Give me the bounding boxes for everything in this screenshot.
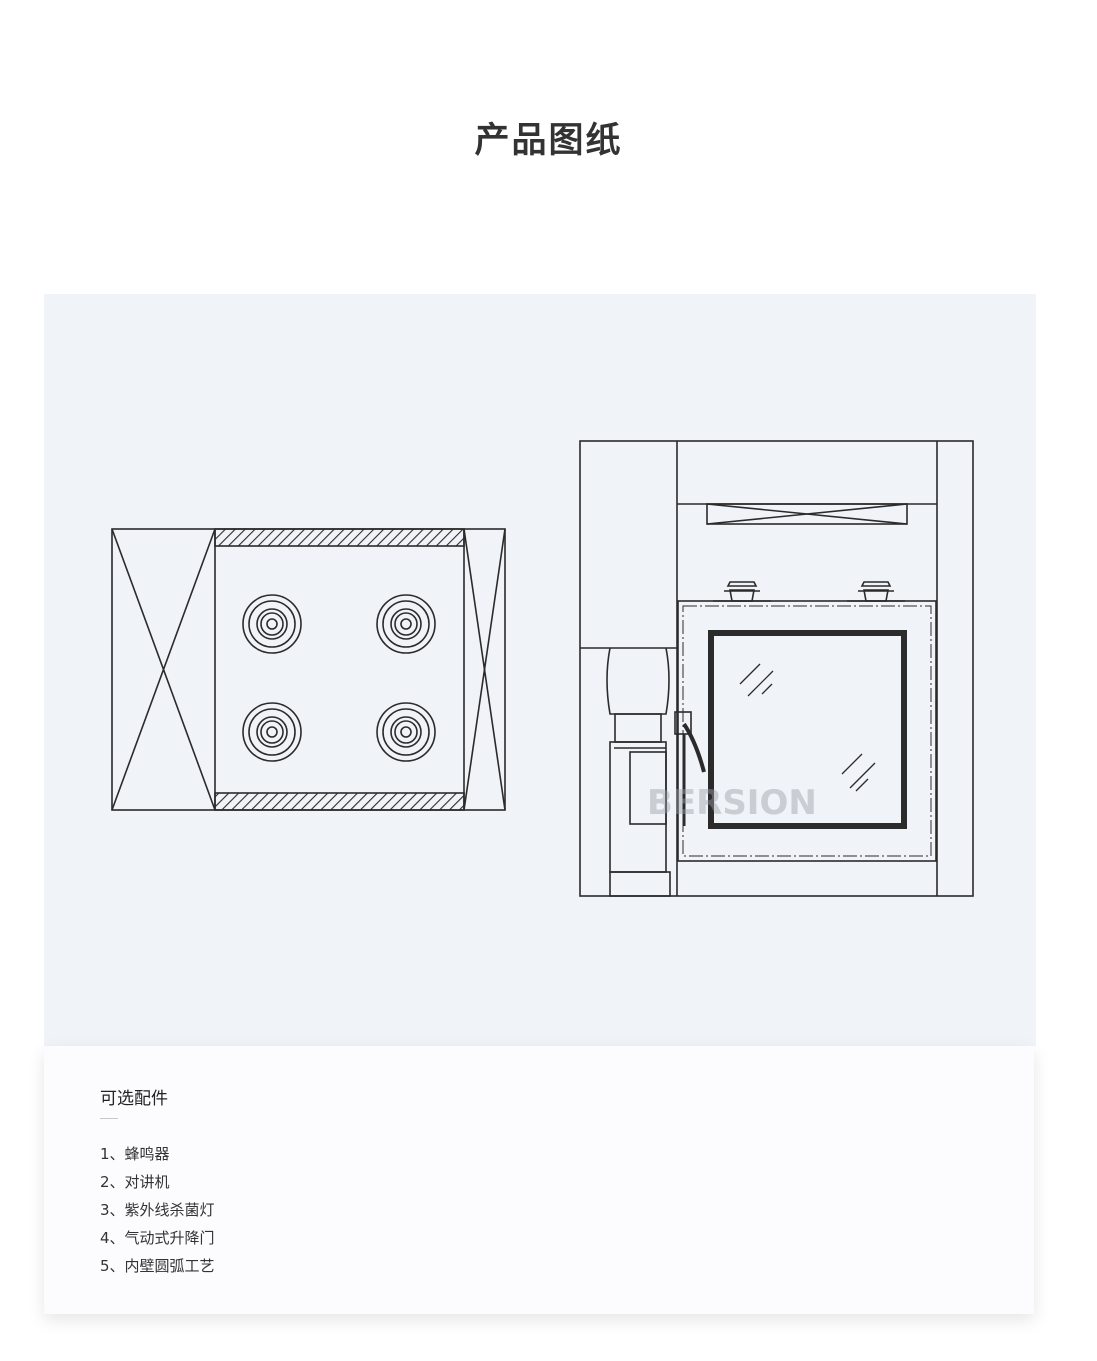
accessory-card: 可选配件 1、蜂鸣器 2、对讲机 3、紫外线杀菌灯 4、气动式升降门 5、内壁圆… xyxy=(44,1046,1034,1314)
title-divider xyxy=(100,1118,118,1119)
drawing-panel: BERSION xyxy=(44,294,1036,1046)
filter-box xyxy=(706,503,908,525)
door-handle-icon xyxy=(674,711,706,826)
list-item: 2、对讲机 xyxy=(100,1173,170,1191)
nozzle-icon xyxy=(242,702,302,762)
list-item: 4、气动式升降门 xyxy=(100,1229,215,1247)
nozzle-icon xyxy=(376,702,436,762)
accessory-list: 1、蜂鸣器 2、对讲机 3、紫外线杀菌灯 4、气动式升降门 5、内壁圆弧工艺 xyxy=(100,1140,215,1280)
list-item: 1、蜂鸣器 xyxy=(100,1145,170,1163)
front-view-outline xyxy=(579,440,974,897)
chamber-door-frame xyxy=(677,600,937,862)
product-drawing: BERSION xyxy=(111,440,974,897)
hatched-wall-bottom xyxy=(214,792,465,811)
blower-unit xyxy=(606,647,671,897)
front-view-drawing xyxy=(579,440,974,897)
nozzle-icon xyxy=(242,594,302,654)
lamp-icon xyxy=(713,581,771,602)
list-item: 3、紫外线杀菌灯 xyxy=(100,1201,215,1219)
accessory-title: 可选配件 xyxy=(100,1089,168,1109)
hatched-wall-top xyxy=(214,528,465,547)
top-view-outline xyxy=(111,528,506,811)
viewing-window xyxy=(708,630,907,829)
top-view-drawing xyxy=(111,528,506,811)
watermark-logo: BERSION xyxy=(647,783,817,823)
glass-reflection-icon xyxy=(739,663,876,792)
nozzle-icon xyxy=(376,594,436,654)
page-title: 产品图纸 xyxy=(474,121,623,161)
door-seal-dashed xyxy=(682,605,932,857)
lamp-icon xyxy=(847,581,905,602)
list-item: 5、内壁圆弧工艺 xyxy=(100,1257,215,1275)
